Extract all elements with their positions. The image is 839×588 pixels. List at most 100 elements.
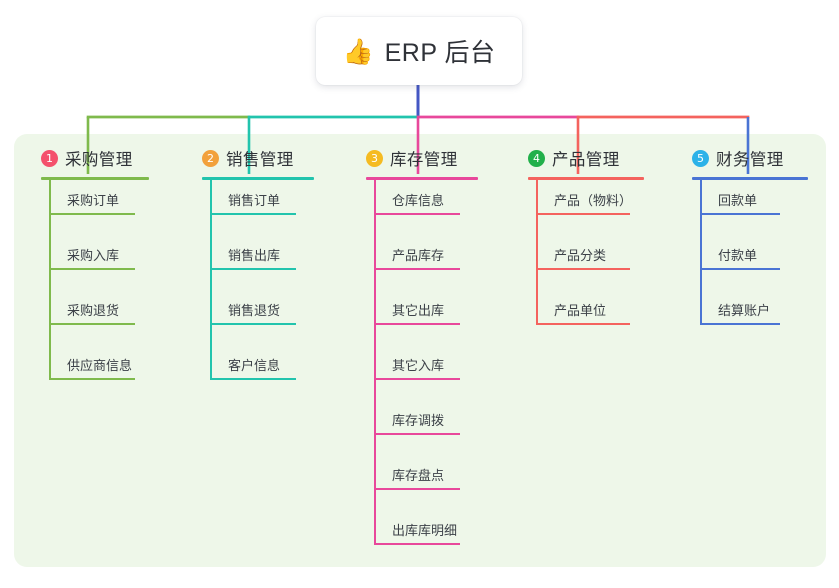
leaf-node[interactable]: 回款单 xyxy=(692,180,808,235)
leaf-stem xyxy=(210,180,212,235)
branch-number-badge: 1 xyxy=(41,149,58,167)
leaf-stem xyxy=(536,290,538,325)
leaf-label: 其它入库 xyxy=(392,358,445,373)
leaf-underline xyxy=(374,433,460,435)
leaf-stem xyxy=(374,180,376,235)
leaf-node[interactable]: 销售退货 xyxy=(202,290,314,345)
leaf-node[interactable]: 结算账户 xyxy=(692,290,808,345)
leaf-node[interactable]: 库存盘点 xyxy=(366,455,478,510)
leaf-stem xyxy=(374,400,376,455)
leaf-label: 销售退货 xyxy=(228,303,281,318)
leaf-node[interactable]: 采购入库 xyxy=(41,235,149,290)
leaf-node[interactable]: 采购退货 xyxy=(41,290,149,345)
leaf-underline xyxy=(700,268,780,270)
root-node-title: ERP 后台 xyxy=(384,39,496,67)
leaf-label: 采购退货 xyxy=(67,303,120,318)
leaf-stem xyxy=(374,455,376,510)
branch-number-badge: 5 xyxy=(692,149,709,167)
diagram-panel xyxy=(14,134,826,567)
branch-number-badge: 4 xyxy=(528,149,545,167)
branch-header-1[interactable]: 1 采购管理 xyxy=(41,146,149,170)
leaf-node[interactable]: 采购订单 xyxy=(41,180,149,235)
leaf-node[interactable]: 其它出库 xyxy=(366,290,478,345)
leaf-node[interactable]: 出库库明细 xyxy=(366,510,478,565)
branch-number-badge: 3 xyxy=(366,149,383,167)
branch-number-badge: 2 xyxy=(202,149,219,167)
leaf-node[interactable]: 其它入库 xyxy=(366,345,478,400)
leaf-node[interactable]: 仓库信息 xyxy=(366,180,478,235)
branch-header-3[interactable]: 3 库存管理 xyxy=(366,146,478,170)
leaf-stem xyxy=(49,345,51,380)
thumbs-up-icon: 👍 xyxy=(342,36,374,66)
leaf-node[interactable]: 付款单 xyxy=(692,235,808,290)
leaf-stem xyxy=(49,290,51,345)
leaf-underline xyxy=(49,213,135,215)
branch-column-2: 2 销售管理销售订单销售出库销售退货客户信息 xyxy=(202,146,314,400)
branch-underline xyxy=(202,177,314,180)
leaf-node[interactable]: 客户信息 xyxy=(202,345,314,400)
leaf-label: 产品分类 xyxy=(554,248,607,263)
leaf-label: 结算账户 xyxy=(718,303,771,318)
leaf-label: 客户信息 xyxy=(228,358,281,373)
leaf-label: 采购入库 xyxy=(67,248,120,263)
root-node-card[interactable]: 👍 ERP 后台 xyxy=(316,17,522,85)
leaf-underline xyxy=(374,213,460,215)
leaf-underline xyxy=(374,378,460,380)
branch-underline xyxy=(692,177,808,180)
branch-underline xyxy=(41,177,149,180)
branch-underline xyxy=(528,177,644,180)
branch-title: 财务管理 xyxy=(716,151,784,169)
leaf-node[interactable]: 库存调拨 xyxy=(366,400,478,455)
branch-header-4[interactable]: 4 产品管理 xyxy=(528,146,644,170)
leaf-label: 产品（物料） xyxy=(554,193,633,208)
leaf-stem xyxy=(536,235,538,290)
leaf-stem xyxy=(374,345,376,400)
leaf-underline xyxy=(210,268,296,270)
leaf-underline xyxy=(700,323,780,325)
leaf-underline xyxy=(49,323,135,325)
branch-column-5: 5 财务管理回款单付款单结算账户 xyxy=(692,146,808,345)
leaf-stem xyxy=(210,235,212,290)
branch-column-4: 4 产品管理产品（物料） 产品分类产品单位 xyxy=(528,146,644,345)
branch-underline xyxy=(366,177,478,180)
leaf-node[interactable]: 产品单位 xyxy=(528,290,644,345)
leaf-stem xyxy=(700,290,702,325)
branch-header-5[interactable]: 5 财务管理 xyxy=(692,146,808,170)
root-node-content: 👍 ERP 后台 xyxy=(342,33,495,69)
leaf-stem xyxy=(49,235,51,290)
leaf-underline xyxy=(374,323,460,325)
leaf-underline xyxy=(210,378,296,380)
leaf-label: 库存盘点 xyxy=(392,468,445,483)
branch-title: 库存管理 xyxy=(390,151,458,169)
leaf-node[interactable]: 供应商信息 xyxy=(41,345,149,400)
leaf-node[interactable]: 销售订单 xyxy=(202,180,314,235)
branch-column-3: 3 库存管理仓库信息产品库存其它出库其它入库库存调拨库存盘点出库库明细 xyxy=(366,146,478,565)
leaf-underline xyxy=(700,213,780,215)
leaf-stem xyxy=(700,180,702,235)
leaf-node[interactable]: 销售出库 xyxy=(202,235,314,290)
leaf-node[interactable]: 产品（物料） xyxy=(528,180,644,235)
leaf-node[interactable]: 产品库存 xyxy=(366,235,478,290)
leaf-label: 供应商信息 xyxy=(67,358,133,373)
branch-title: 销售管理 xyxy=(226,151,294,169)
leaf-label: 其它出库 xyxy=(392,303,445,318)
branch-header-2[interactable]: 2 销售管理 xyxy=(202,146,314,170)
leaf-stem xyxy=(210,345,212,380)
leaf-underline xyxy=(374,268,460,270)
leaf-underline xyxy=(536,323,630,325)
leaf-label: 采购订单 xyxy=(67,193,120,208)
leaf-stem xyxy=(374,235,376,290)
leaf-stem xyxy=(49,180,51,235)
leaf-stem xyxy=(210,290,212,345)
branch-column-1: 1 采购管理采购订单采购入库采购退货供应商信息 xyxy=(41,146,149,400)
leaf-stem xyxy=(374,290,376,345)
leaf-node[interactable]: 产品分类 xyxy=(528,235,644,290)
branch-title: 产品管理 xyxy=(552,151,620,169)
leaf-underline xyxy=(536,213,630,215)
leaf-label: 库存调拨 xyxy=(392,413,445,428)
leaf-label: 销售订单 xyxy=(228,193,281,208)
leaf-underline xyxy=(374,488,460,490)
branch-title: 采购管理 xyxy=(65,151,133,169)
leaf-label: 产品单位 xyxy=(554,303,607,318)
